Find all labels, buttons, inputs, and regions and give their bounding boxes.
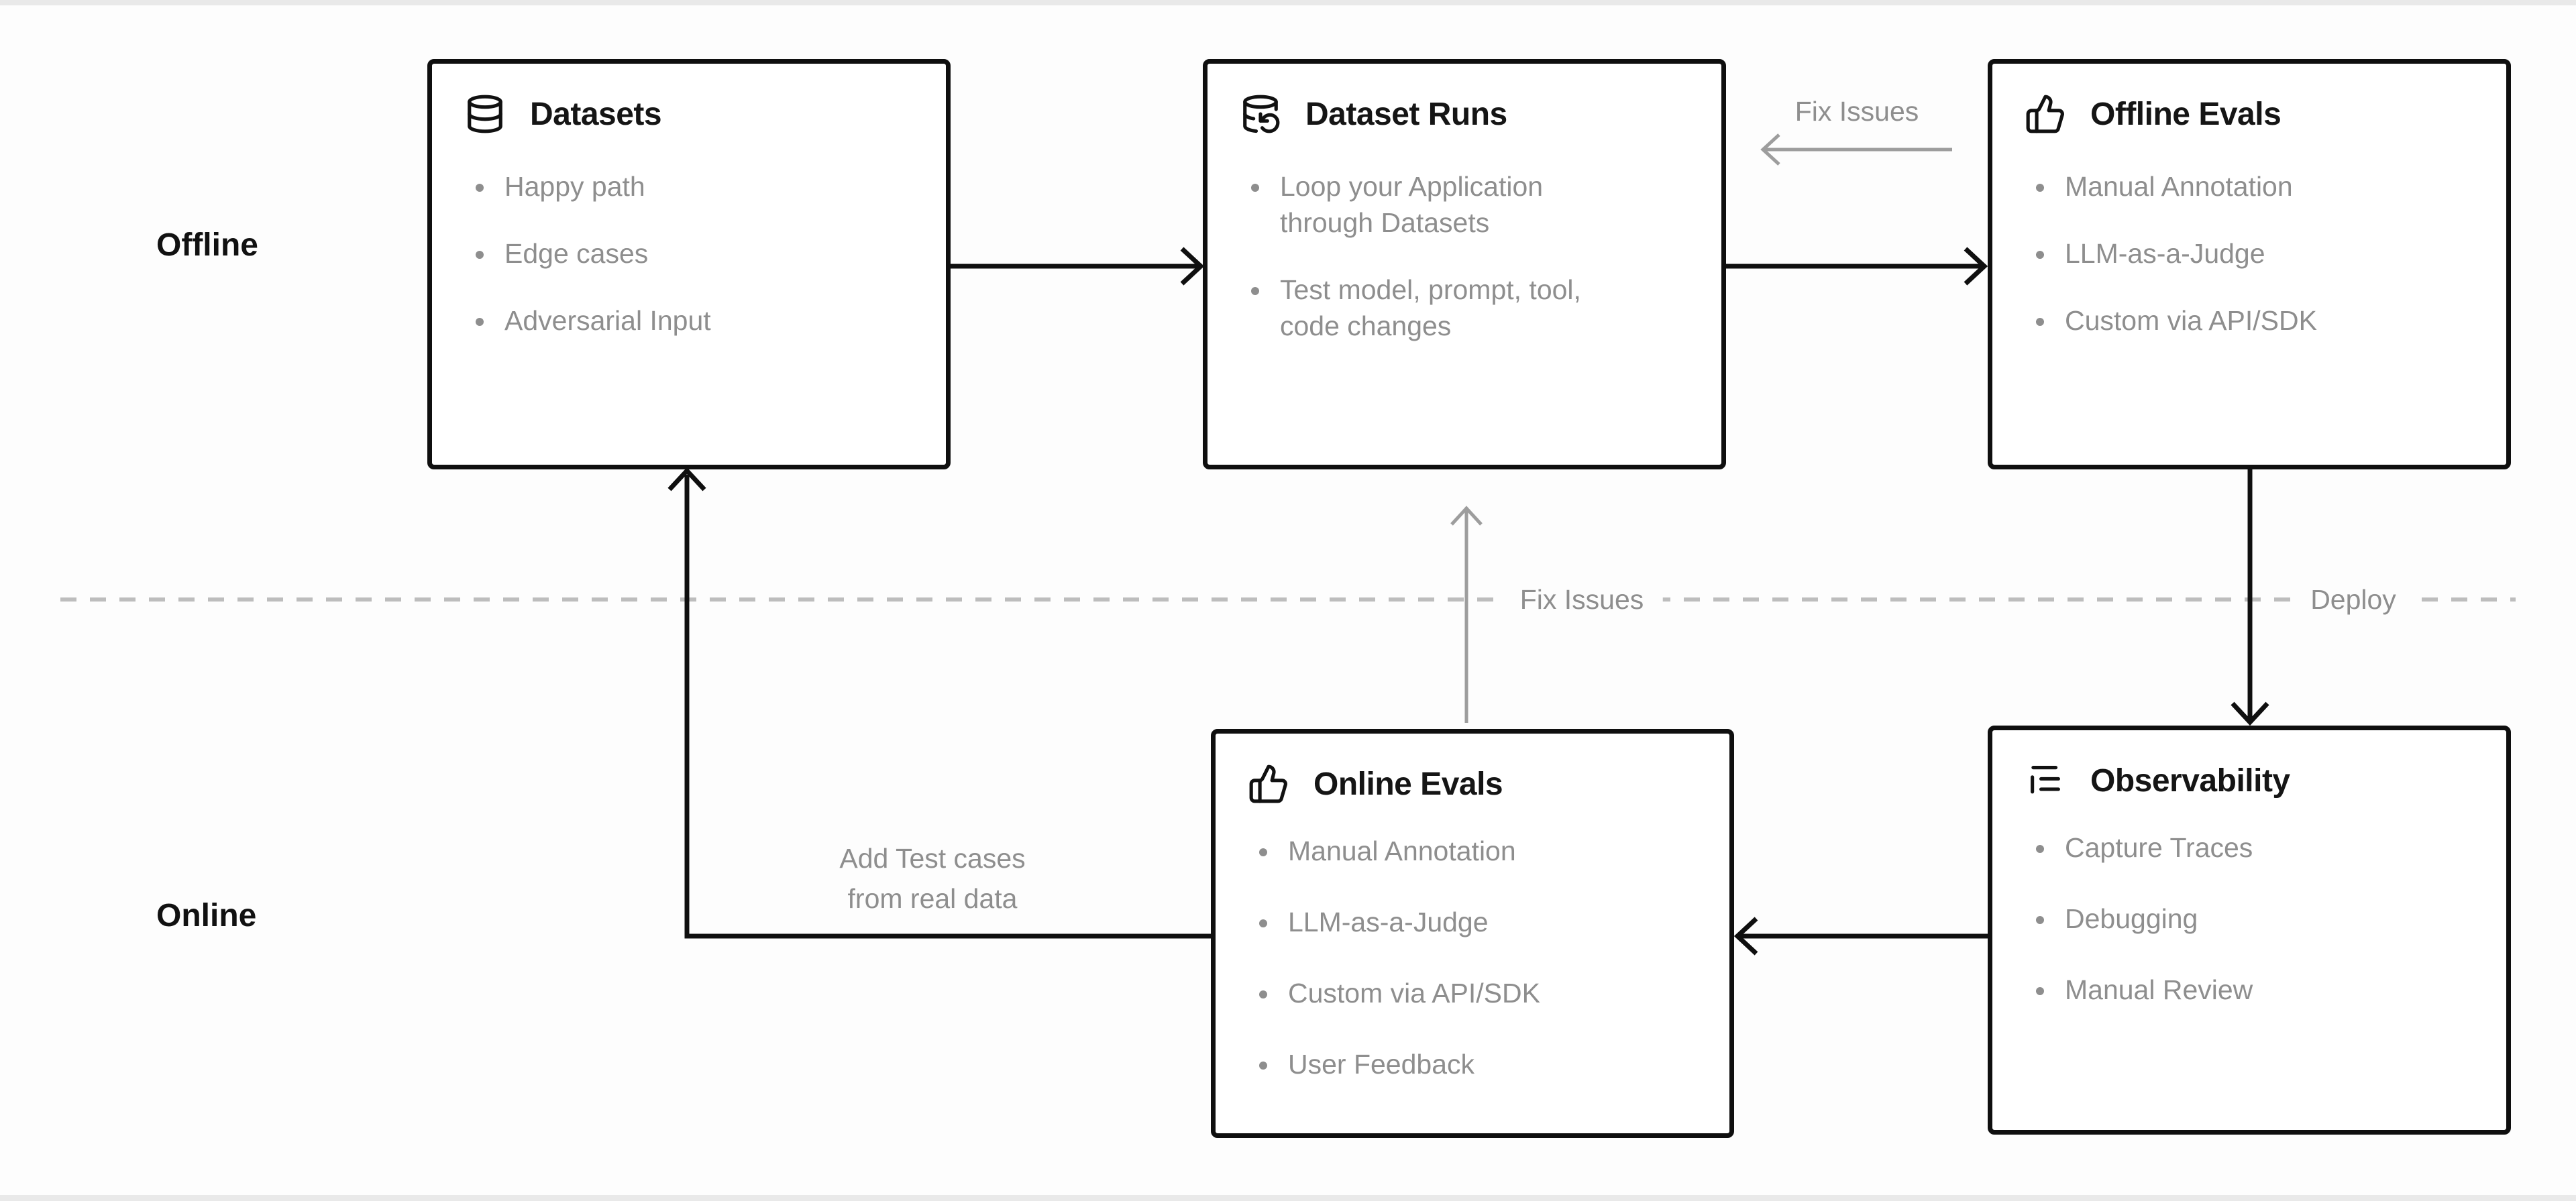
offline-lane-label: Offline — [156, 227, 258, 263]
arrow-fix-issues-offline — [1760, 133, 1952, 166]
list-item-text: Test model, prompt, tool, code changes — [1280, 274, 1581, 341]
observability-box: Observability Capture Traces Debugging M… — [1988, 726, 2511, 1135]
online-evals-list: Manual Annotation LLM-as-a-Judge Custom … — [1248, 833, 1703, 1082]
arrow-dataset-runs-to-offline-evals — [1721, 247, 1988, 286]
datasets-header: Datasets — [464, 93, 919, 135]
page-top-edge — [0, 0, 2576, 5]
list-item-text: Manual Annotation — [1288, 836, 1516, 866]
list-item: Test model, prompt, tool, code changes — [1272, 272, 1695, 344]
arrow-observability-to-online-evals — [1733, 917, 1991, 956]
online-evals-box: Online Evals Manual Annotation LLM-as-a-… — [1211, 729, 1734, 1138]
list-item-text: LLM-as-a-Judge — [1288, 907, 1489, 937]
fix-issues-mid-label: Fix Issues — [1501, 579, 1663, 620]
box-title: Observability — [2090, 762, 2290, 799]
offline-online-divider — [60, 597, 2516, 602]
database-icon — [468, 95, 502, 133]
list-item: Loop your Application through Datasets — [1272, 168, 1695, 241]
list-item: Manual Annotation — [2057, 168, 2479, 205]
list-item-text: Manual Annotation — [2065, 171, 2293, 202]
deploy-label: Deploy — [2292, 579, 2415, 620]
observability-list: Capture Traces Debugging Manual Review — [2025, 830, 2479, 1008]
list-item: Edge cases — [496, 235, 919, 272]
list-item: Debugging — [2057, 901, 2479, 937]
list-item-text: Loop your Application through Datasets — [1280, 171, 1544, 238]
list-item-text: Manual Review — [2065, 974, 2253, 1005]
list-item: User Feedback — [1280, 1046, 1703, 1082]
thumbs-up-icon — [2026, 95, 2064, 133]
list-item-text: User Feedback — [1288, 1049, 1475, 1080]
list-item: Manual Annotation — [1280, 833, 1703, 869]
arrow-online-evals-to-datasets — [667, 467, 1216, 939]
list-item: Adversarial Input — [496, 302, 919, 339]
arrow-fix-issues-online — [1450, 506, 1483, 723]
list-item: LLM-as-a-Judge — [1280, 904, 1703, 940]
observability-header: Observability — [2025, 760, 2479, 801]
list-item: Manual Review — [2057, 972, 2479, 1008]
list-item: Custom via API/SDK — [1280, 975, 1703, 1011]
offline-evals-header: Offline Evals — [2025, 93, 2479, 135]
online-evals-header: Online Evals — [1248, 763, 1703, 805]
thumbs-up-icon — [1249, 764, 1287, 803]
list-item-text: Capture Traces — [2065, 832, 2253, 863]
box-title: Datasets — [530, 96, 662, 132]
datasets-list: Happy path Edge cases Adversarial Input — [464, 168, 919, 339]
list-item-text: Custom via API/SDK — [1288, 978, 1540, 1009]
database-refresh-icon — [1243, 95, 1280, 133]
fix-issues-top-label: Fix Issues — [1794, 96, 1919, 127]
dataset-runs-list: Loop your Application through Datasets T… — [1240, 168, 1695, 344]
arrow-offline-evals-to-observability — [2231, 467, 2269, 726]
list-item: Capture Traces — [2057, 830, 2479, 866]
list-item-text: Custom via API/SDK — [2065, 305, 2317, 336]
add-test-cases-label: Add Test cases from real data — [839, 843, 1026, 914]
box-title: Online Evals — [1313, 766, 1503, 802]
dataset-runs-header: Dataset Runs — [1240, 93, 1695, 135]
list-item-text: LLM-as-a-Judge — [2065, 238, 2265, 269]
offline-evals-box: Offline Evals Manual Annotation LLM-as-a… — [1988, 59, 2511, 469]
page-bottom-edge — [0, 1195, 2576, 1201]
list-item: Custom via API/SDK — [2057, 302, 2479, 339]
arrow-datasets-to-dataset-runs — [946, 247, 1205, 286]
list-item-text: Debugging — [2065, 903, 2198, 934]
list-item: LLM-as-a-Judge — [2057, 235, 2479, 272]
dataset-runs-box: Dataset Runs Loop your Application throu… — [1203, 59, 1726, 469]
list-item: Happy path — [496, 168, 919, 205]
box-title: Dataset Runs — [1305, 96, 1507, 132]
list-item-text: Edge cases — [504, 238, 649, 269]
datasets-box: Datasets Happy path Edge cases Adversari… — [427, 59, 951, 469]
offline-evals-list: Manual Annotation LLM-as-a-Judge Custom … — [2025, 168, 2479, 339]
box-title: Offline Evals — [2090, 96, 2282, 132]
list-item-text: Happy path — [504, 171, 645, 202]
online-lane-label: Online — [156, 898, 257, 933]
list-item-text: Adversarial Input — [504, 305, 711, 336]
trace-list-icon — [2031, 766, 2060, 794]
